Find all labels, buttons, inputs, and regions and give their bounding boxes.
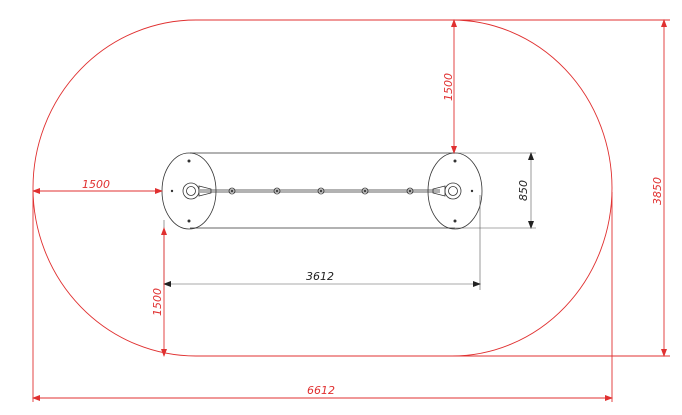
label-clearance-top: 1500: [442, 73, 455, 101]
label-equipment-width: 850: [517, 180, 530, 201]
label-clearance-bottom: 1500: [151, 288, 164, 316]
label-zone-width: 3850: [651, 177, 664, 205]
right-hub: [432, 159, 474, 223]
left-hub: [170, 159, 212, 223]
equipment-body: [161, 152, 483, 230]
label-clearance-left: 1500: [82, 178, 110, 191]
dimension-equipment-width: [455, 152, 536, 229]
dimension-zone-width: [452, 19, 670, 357]
label-zone-length: 6612: [307, 384, 335, 397]
rod-beads: [228, 187, 414, 195]
left-end-disc: [161, 152, 217, 230]
dimension-zone-length: [32, 192, 613, 402]
label-equipment-length: 3612: [306, 270, 334, 283]
right-end-disc: [427, 152, 483, 230]
